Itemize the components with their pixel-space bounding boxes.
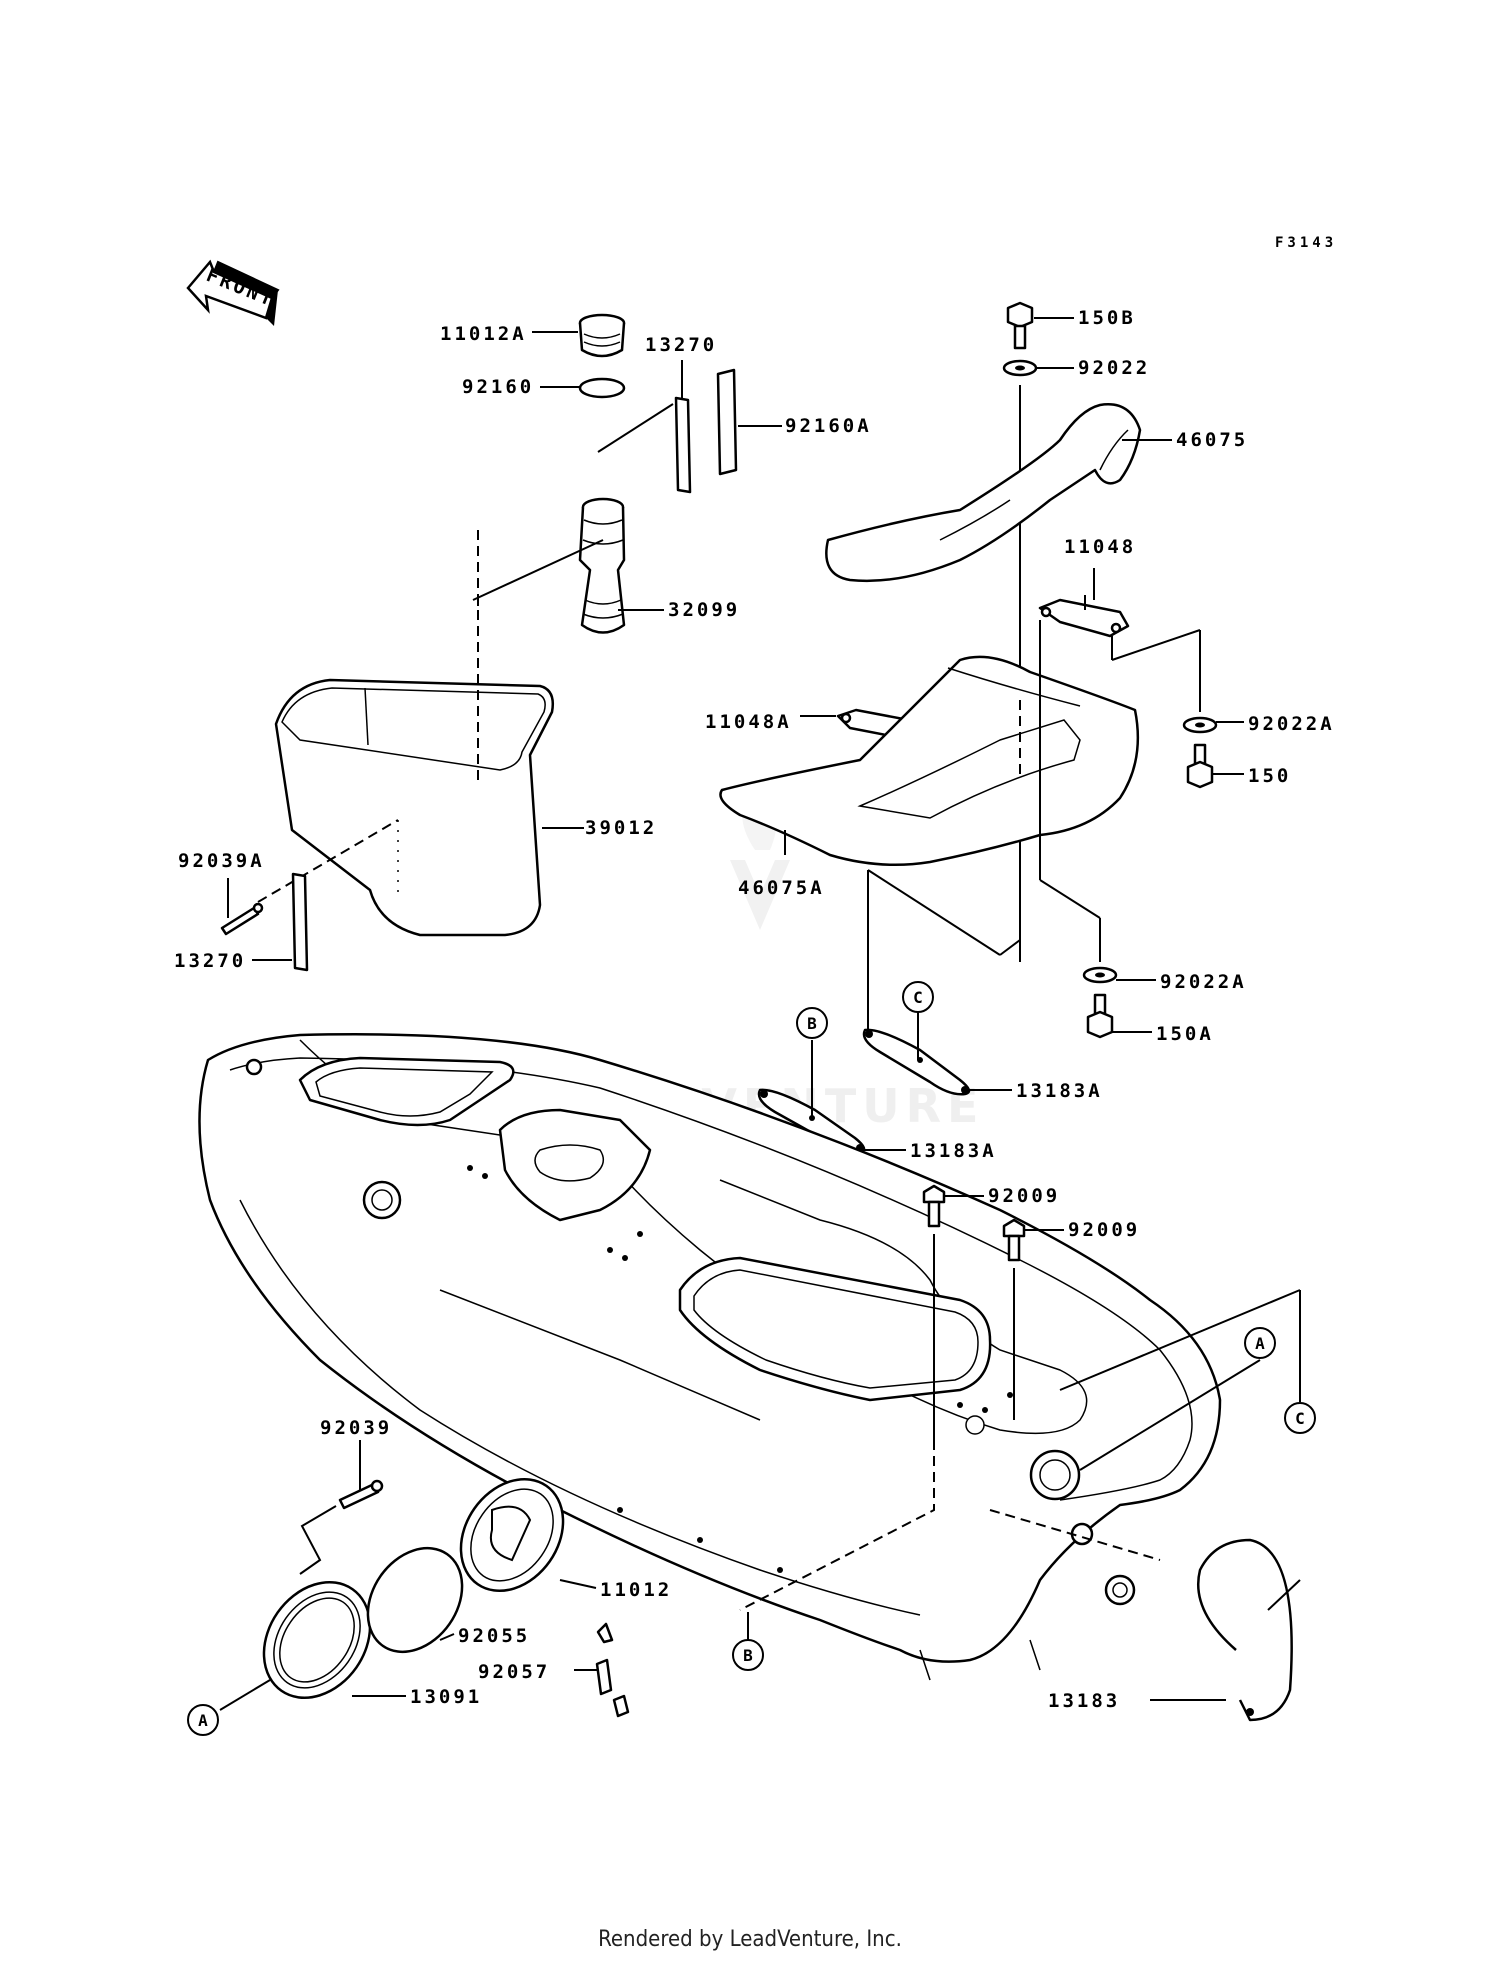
label-92057: 92057 xyxy=(478,1661,550,1683)
strap-13270-top xyxy=(674,396,692,494)
footer-credit: Rendered by LeadVenture, Inc. xyxy=(598,1927,902,1952)
diagram-code: F3143 xyxy=(1275,235,1337,251)
label-92009-right: 92009 xyxy=(1068,1219,1140,1241)
bolt-150 xyxy=(1186,743,1214,789)
label-13183: 13183 xyxy=(1048,1690,1120,1712)
handle-46075 xyxy=(825,403,1142,583)
label-11048: 11048 xyxy=(1064,536,1136,558)
label-92022a-upper: 92022A xyxy=(1248,713,1335,735)
label-32099: 32099 xyxy=(668,599,740,621)
label-92160a: 92160A xyxy=(785,415,872,437)
label-13183a-upper: 13183A xyxy=(1016,1080,1103,1102)
hull-body xyxy=(198,1033,1222,1681)
label-92022: 92022 xyxy=(1078,357,1150,379)
label-92009-left: 92009 xyxy=(988,1185,1060,1207)
front-arrow-icon: FRONT xyxy=(186,259,280,326)
label-13270-top: 13270 xyxy=(645,334,717,356)
fitting-92057 xyxy=(595,1622,630,1718)
seat-base-46075a xyxy=(719,655,1140,867)
cap-11012 xyxy=(459,1477,565,1593)
svg-text:A: A xyxy=(198,1711,208,1730)
label-92055: 92055 xyxy=(458,1625,530,1647)
svg-text:B: B xyxy=(807,1014,817,1033)
label-13091: 13091 xyxy=(410,1686,482,1708)
bracket-11048 xyxy=(1038,598,1130,638)
ref-circle-c-upper: C xyxy=(902,981,934,1013)
ring-13091 xyxy=(262,1580,372,1700)
rivet-92039a xyxy=(220,902,264,936)
cap-11012a xyxy=(578,313,626,358)
washer-92022 xyxy=(1002,359,1038,377)
hose-32099 xyxy=(578,497,626,634)
ref-circle-a-right: A xyxy=(1244,1327,1276,1359)
svg-text:B: B xyxy=(743,1646,753,1665)
bolt-150a xyxy=(1086,993,1114,1039)
label-13270-bottom: 13270 xyxy=(174,950,246,972)
label-39012: 39012 xyxy=(585,817,657,839)
label-92039a: 92039A xyxy=(178,850,265,872)
label-150: 150 xyxy=(1248,765,1291,787)
ring-13183 xyxy=(1196,1538,1293,1722)
ref-circle-c-right: C xyxy=(1284,1402,1316,1434)
label-150a: 150A xyxy=(1156,1023,1214,1045)
label-13183a-lower: 13183A xyxy=(910,1140,997,1162)
ref-circle-b-lower: B xyxy=(732,1639,764,1671)
svg-text:A: A xyxy=(1255,1334,1265,1353)
screw-92009-right xyxy=(1002,1218,1026,1262)
washer-92022a-upper xyxy=(1182,716,1218,734)
label-92160: 92160 xyxy=(462,376,534,398)
label-46075: 46075 xyxy=(1176,429,1248,451)
rivet-92039 xyxy=(338,1479,384,1510)
ref-circle-a-left: A xyxy=(187,1704,219,1736)
label-92039: 92039 xyxy=(320,1417,392,1439)
ref-circle-b-upper: B xyxy=(796,1007,828,1039)
leader-lines xyxy=(252,317,1244,1231)
label-11012a: 11012A xyxy=(440,323,527,345)
label-150b: 150B xyxy=(1078,307,1136,329)
bin-39012 xyxy=(274,678,554,937)
svg-text:C: C xyxy=(1295,1409,1305,1428)
o-ring-92160 xyxy=(578,377,626,399)
strap-13183a-upper xyxy=(862,1028,971,1096)
gasket-92055 xyxy=(366,1546,464,1654)
pad-92160a xyxy=(716,368,738,476)
label-46075a: 46075A xyxy=(738,877,825,899)
svg-text:C: C xyxy=(913,988,923,1007)
strap-13270-bottom xyxy=(291,872,309,972)
label-11048a: 11048A xyxy=(705,711,792,733)
label-11012: 11012 xyxy=(600,1579,672,1601)
washer-92022a-lower xyxy=(1082,966,1118,984)
bolt-150b xyxy=(1006,301,1034,350)
label-92022a-lower: 92022A xyxy=(1160,971,1247,993)
